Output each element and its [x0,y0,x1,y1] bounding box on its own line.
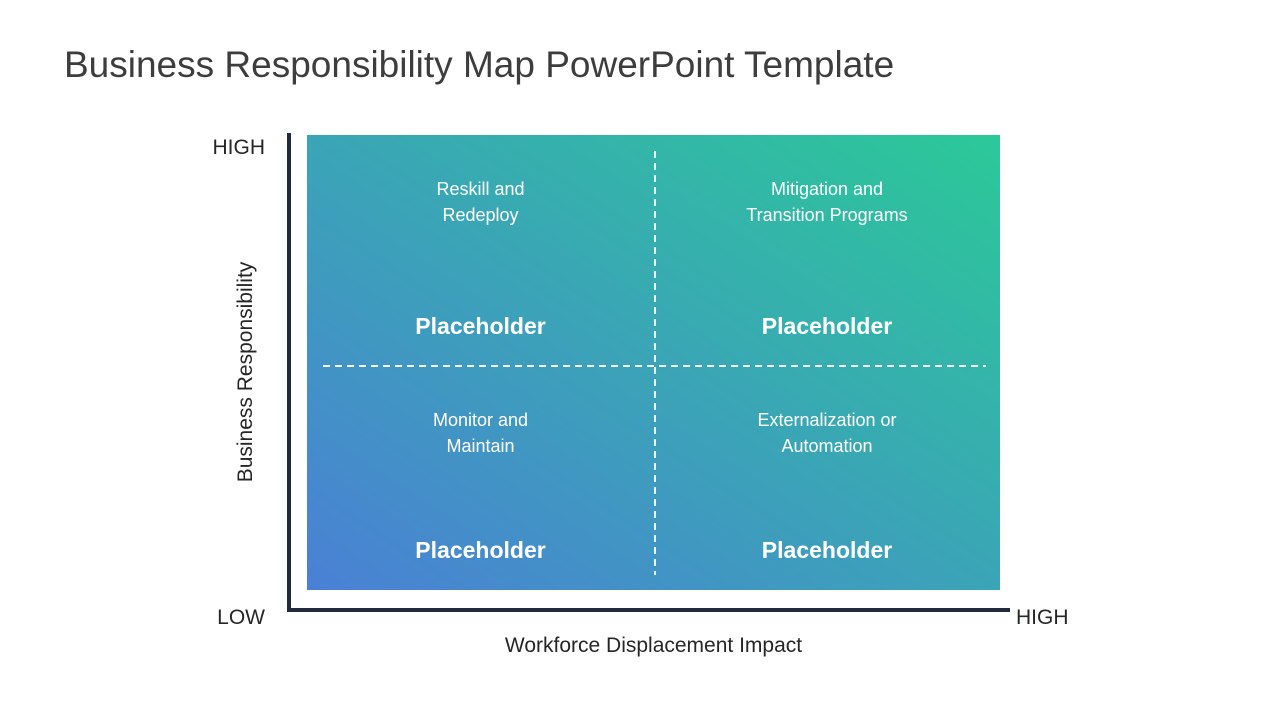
quadrant-placeholder-text: Placeholder [761,537,893,563]
quadrant-label: Externalization or Automation [654,407,1000,459]
quadrant-label-line1: Mitigation and [770,179,884,199]
quadrant-matrix: Reskill and Redeploy Placeholder Mitigat… [307,135,1000,590]
quadrant-label-line2: Automation [781,436,873,456]
x-axis-title: Workforce Displacement Impact [504,634,803,657]
quadrant-label-line1: Reskill and [436,179,525,199]
quadrant-top-right: Mitigation and Transition Programs Place… [654,135,1000,366]
quadrant-bottom-left: Monitor and Maintain Placeholder [307,366,654,590]
quadrant-placeholder-text: Placeholder [415,313,546,339]
quadrant-bottom-right: Externalization or Automation Placeholde… [654,366,1000,590]
quadrant-label-line2: Transition Programs [746,205,908,225]
x-axis-high-label: HIGH [1016,606,1069,629]
y-axis-line [287,133,291,612]
quadrant-label-line1: Externalization or [757,410,897,430]
quadrant-label-line1: Monitor and [432,410,529,430]
quadrant-label: Mitigation and Transition Programs [654,176,1000,228]
horizontal-dashed-divider [323,365,986,367]
vertical-dashed-divider [654,151,656,575]
x-axis-line [287,608,1010,612]
slide-title: Business Responsibility Map PowerPoint T… [64,44,895,85]
quadrant-label: Reskill and Redeploy [307,176,654,228]
quadrant-label-line2: Maintain [446,436,515,456]
y-axis-title: Business Responsibility [234,261,257,483]
y-axis-low-label: LOW [217,606,265,629]
quadrant-top-left: Reskill and Redeploy Placeholder [307,135,654,366]
quadrant-label-line2: Redeploy [442,205,519,225]
quadrant-label: Monitor and Maintain [307,407,654,459]
quadrant-placeholder-text: Placeholder [761,313,893,339]
y-axis-high-label: HIGH [212,136,266,159]
quadrant-placeholder-text: Placeholder [415,537,546,563]
